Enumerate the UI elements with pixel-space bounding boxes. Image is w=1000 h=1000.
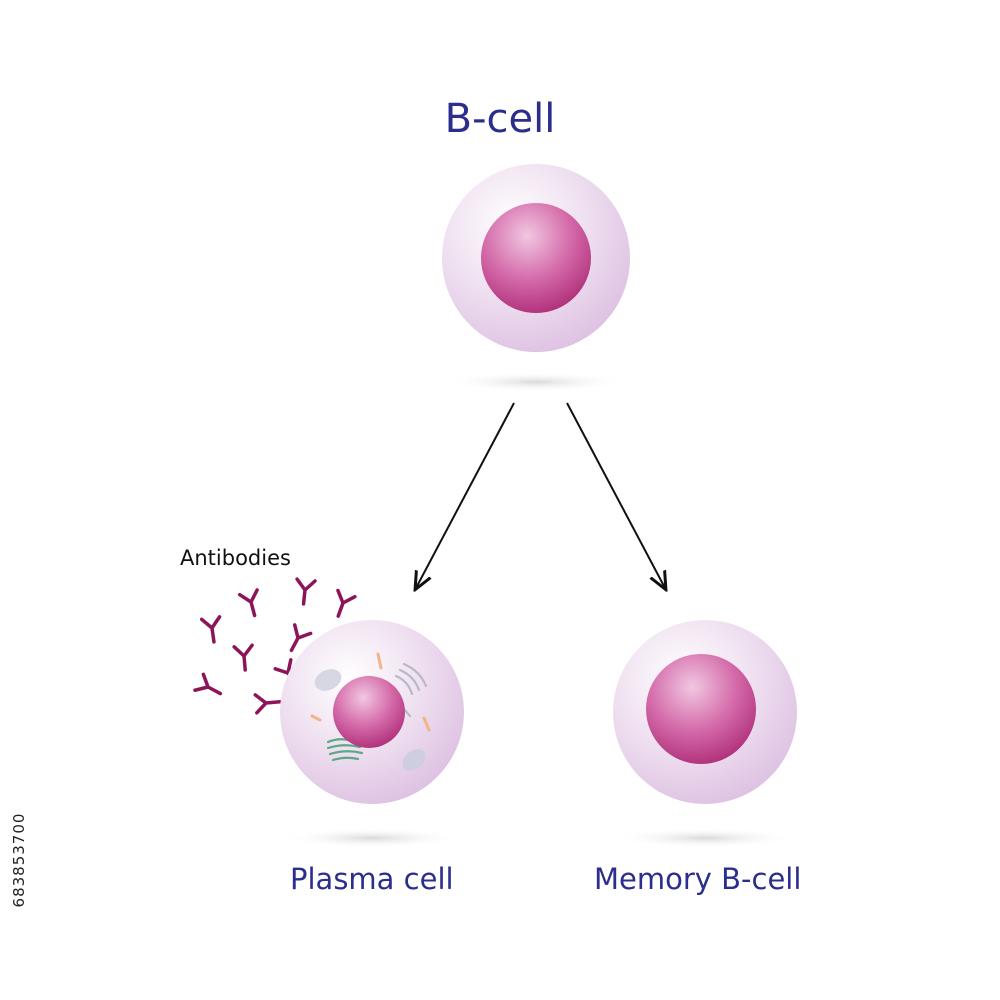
stock-id-text: 683853700: [10, 812, 28, 908]
antibody-icon: [292, 577, 317, 607]
plasma-cell-shadow: [280, 828, 464, 848]
antibody-icon: [328, 588, 357, 621]
arrow-to-plasma-cell: [416, 402, 515, 588]
arrow-to-memory-cell: [566, 402, 665, 588]
antibody-icon: [237, 588, 266, 620]
b-cell: [442, 164, 630, 392]
plasma-cell-label: Plasma cell: [290, 862, 454, 896]
memory-b-cell-nucleus: [646, 654, 756, 764]
memory-b-cell-label: Memory B-cell: [594, 862, 802, 896]
antibody-icon: [193, 672, 227, 704]
mitochondrion: [402, 749, 426, 771]
stock-id-watermark: 683853700: [4, 760, 34, 960]
memory-b-cell: [613, 620, 797, 848]
memory-b-cell-shadow: [613, 828, 797, 848]
b-cell-nucleus: [481, 203, 591, 313]
antibody-icon: [199, 615, 225, 645]
endoplasmic-reticulum: [326, 738, 364, 762]
antibody-icon: [253, 691, 283, 715]
antibodies-label: Antibodies: [180, 546, 291, 570]
diagram-title: B-cell: [444, 96, 556, 142]
b-cell-shadow: [446, 372, 626, 392]
plasma-cell-nucleus: [333, 676, 405, 748]
vesicles: [310, 652, 431, 732]
mitochondrion: [314, 669, 342, 691]
antibody-icon: [232, 643, 256, 673]
plasma-cell: [280, 620, 464, 848]
